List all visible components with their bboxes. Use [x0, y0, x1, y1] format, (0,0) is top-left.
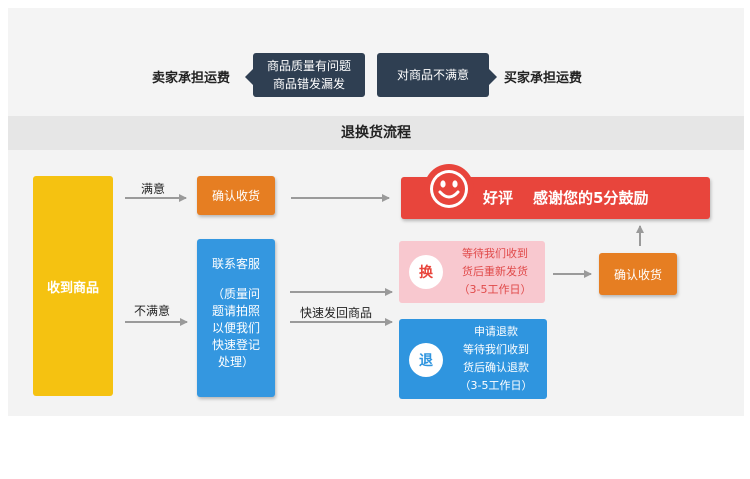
received-goods-box: 收到商品 [33, 176, 113, 396]
top-panel [8, 8, 744, 116]
contact-note-line: （质量问 [211, 287, 260, 301]
exchange-text: 等待我们收到 货后重新发货 （3-5工作日） [449, 245, 541, 299]
refund-text: 申请退款 等待我们收到 货后确认退款 （3-5工作日） [449, 323, 543, 395]
contact-note-line: 处理） [217, 355, 254, 369]
received-goods-text: 收到商品 [46, 280, 99, 296]
praise-title: 好评 [483, 189, 514, 207]
praise-box: 好评 感谢您的5分鼓励 [401, 164, 710, 219]
contact-note-line: 题请拍照 [211, 304, 260, 318]
contact-service-title: 联系客服 [211, 257, 260, 271]
contact-note-line: 快速登记 [211, 338, 260, 352]
refund-line: 申请退款 [474, 325, 518, 338]
refund-box: 退 申请退款 等待我们收到 货后确认退款 （3-5工作日） [399, 319, 547, 399]
unsatisfied-box-text: 对商品不满意 [396, 68, 469, 82]
refund-line: 等待我们收到 [463, 343, 529, 356]
exchange-line: （3-5工作日） [458, 283, 532, 296]
exchange-icon: 换 [409, 255, 443, 289]
confirm-receipt-text: 确认收货 [211, 189, 260, 203]
ship-back-label: 快速发回商品 [300, 306, 373, 320]
right-pointer [489, 69, 497, 85]
title-band [8, 116, 744, 150]
contact-service-note: （质量问 题请拍照 以便我们 快速登记 处理） [197, 286, 275, 371]
exchange-box: 换 等待我们收到 货后重新发货 （3-5工作日） [399, 241, 545, 303]
buyer-pays-shipping-label: 买家承担运费 [504, 71, 583, 86]
confirm-receipt-button-2: 确认收货 [599, 253, 677, 295]
exchange-line: 等待我们收到 [462, 247, 528, 260]
contact-service-box: 联系客服 （质量问 题请拍照 以便我们 快速登记 处理） [197, 239, 275, 397]
confirm-receipt-text-2: 确认收货 [613, 267, 662, 282]
smiley-face-icon [424, 164, 474, 214]
seller-pays-shipping-label: 卖家承担运费 [152, 71, 231, 86]
unsatisfied-label: 不满意 [134, 304, 171, 318]
praise-text: 感谢您的5分鼓励 [533, 189, 649, 207]
quality-issue-line: 商品质量有问题 [266, 59, 351, 73]
refund-icon: 退 [409, 343, 443, 377]
left-pointer [245, 69, 253, 85]
quality-issue-box: 商品质量有问题 商品错发漏发 [253, 53, 365, 97]
exchange-line: 货后重新发货 [462, 265, 528, 278]
satisfied-label: 满意 [141, 182, 166, 196]
refund-line: （3-5工作日） [459, 379, 533, 392]
page-title: 退换货流程 [341, 125, 411, 141]
unsatisfied-box: 对商品不满意 [377, 53, 489, 97]
wrong-item-line: 商品错发漏发 [272, 77, 345, 91]
confirm-receipt-button: 确认收货 [197, 176, 275, 215]
refund-line: 货后确认退款 [463, 361, 529, 374]
contact-note-line: 以便我们 [211, 321, 260, 335]
